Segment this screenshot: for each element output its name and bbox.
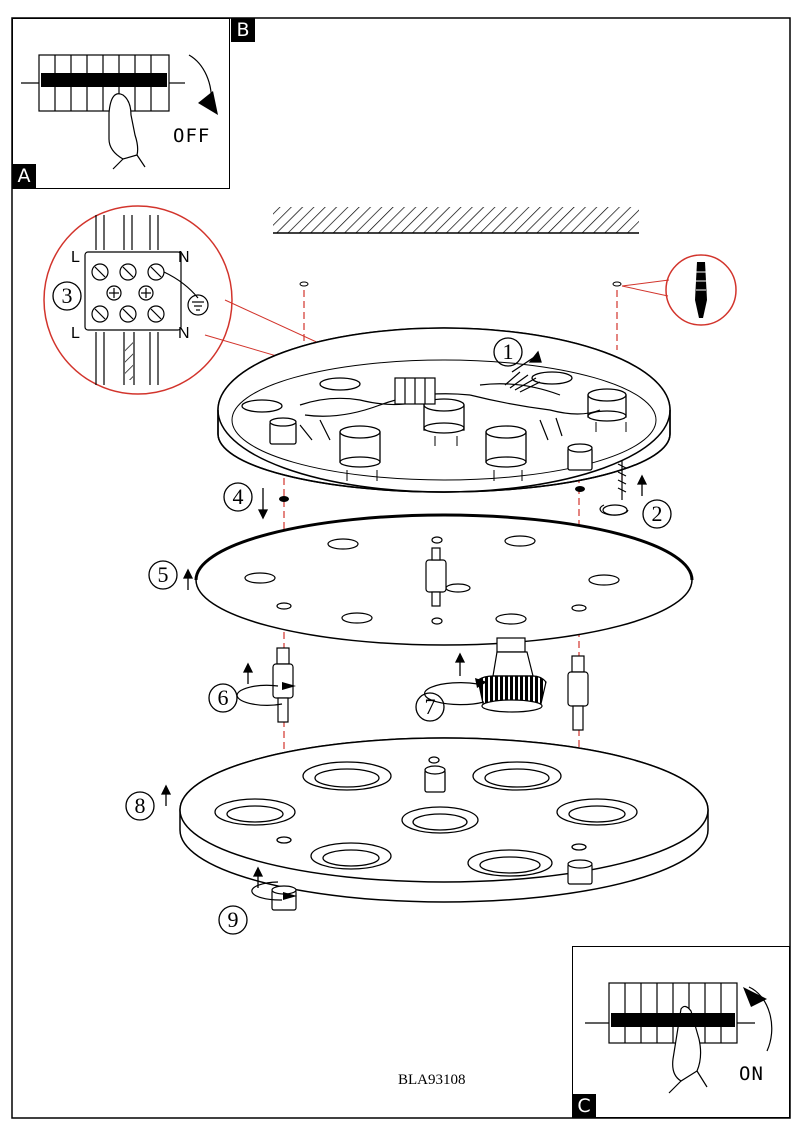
step-4-label: 4 xyxy=(232,484,244,509)
socket xyxy=(531,371,573,385)
step-6-label: 6 xyxy=(217,685,229,710)
panel-switch-on: C ON xyxy=(572,946,790,1118)
canopy-wiring xyxy=(299,371,601,441)
socket xyxy=(241,399,283,413)
drill-hole-left xyxy=(299,281,309,287)
circuit-breaker-on-drawing xyxy=(585,982,773,1094)
spotlight-ring xyxy=(472,761,562,791)
threaded-spacer-center xyxy=(425,547,447,607)
wall-plug-detail xyxy=(621,254,737,326)
panel-b-tag: B xyxy=(231,18,255,42)
model-code: BLA93108 xyxy=(398,1072,466,1088)
spotlight-ring xyxy=(310,842,392,870)
terminal-label-n-bottom: N xyxy=(178,325,190,342)
spotlight-ring xyxy=(302,761,392,791)
terminal-label-n-top: N xyxy=(178,249,190,266)
step-8-label: 8 xyxy=(134,793,146,818)
step-3-label: 3 xyxy=(61,283,73,308)
page-frame xyxy=(11,17,791,1119)
direction-arrows xyxy=(160,350,648,888)
panel-switch-off: A B OFF xyxy=(12,18,255,189)
spotlight-ring xyxy=(467,849,553,877)
panel-a-tag: A xyxy=(12,164,36,188)
step-1-label: 1 xyxy=(502,339,514,364)
ceiling-hatch xyxy=(273,207,639,233)
off-label: OFF xyxy=(173,125,211,147)
spotlight-ring xyxy=(556,798,638,826)
step-7-label: 7 xyxy=(424,694,436,719)
middle-plate xyxy=(194,513,694,646)
terminal-label-l-top: L xyxy=(71,249,80,266)
threaded-spacers xyxy=(272,647,589,731)
rotation-heads xyxy=(282,678,487,900)
step-5-label: 5 xyxy=(157,562,169,587)
terminal-label-l-bottom: L xyxy=(71,325,80,342)
step-2-label: 2 xyxy=(651,501,663,526)
drill-hole-right xyxy=(612,281,622,287)
panel-c-tag: C xyxy=(572,1094,596,1118)
socket xyxy=(319,377,361,391)
on-label: ON xyxy=(739,1063,764,1085)
led-bulb xyxy=(477,637,547,713)
washers xyxy=(279,486,585,502)
socket xyxy=(485,425,527,468)
socket xyxy=(339,425,381,468)
spotlight-ring xyxy=(401,806,479,834)
socket xyxy=(587,388,627,422)
canopy-screws xyxy=(346,422,627,481)
step-9-label: 9 xyxy=(227,907,239,932)
front-cover xyxy=(179,737,709,903)
step-circles xyxy=(52,281,672,935)
spotlight-ring xyxy=(214,798,296,826)
canopy-sockets xyxy=(241,371,627,471)
circuit-breaker-off-drawing xyxy=(21,54,218,170)
